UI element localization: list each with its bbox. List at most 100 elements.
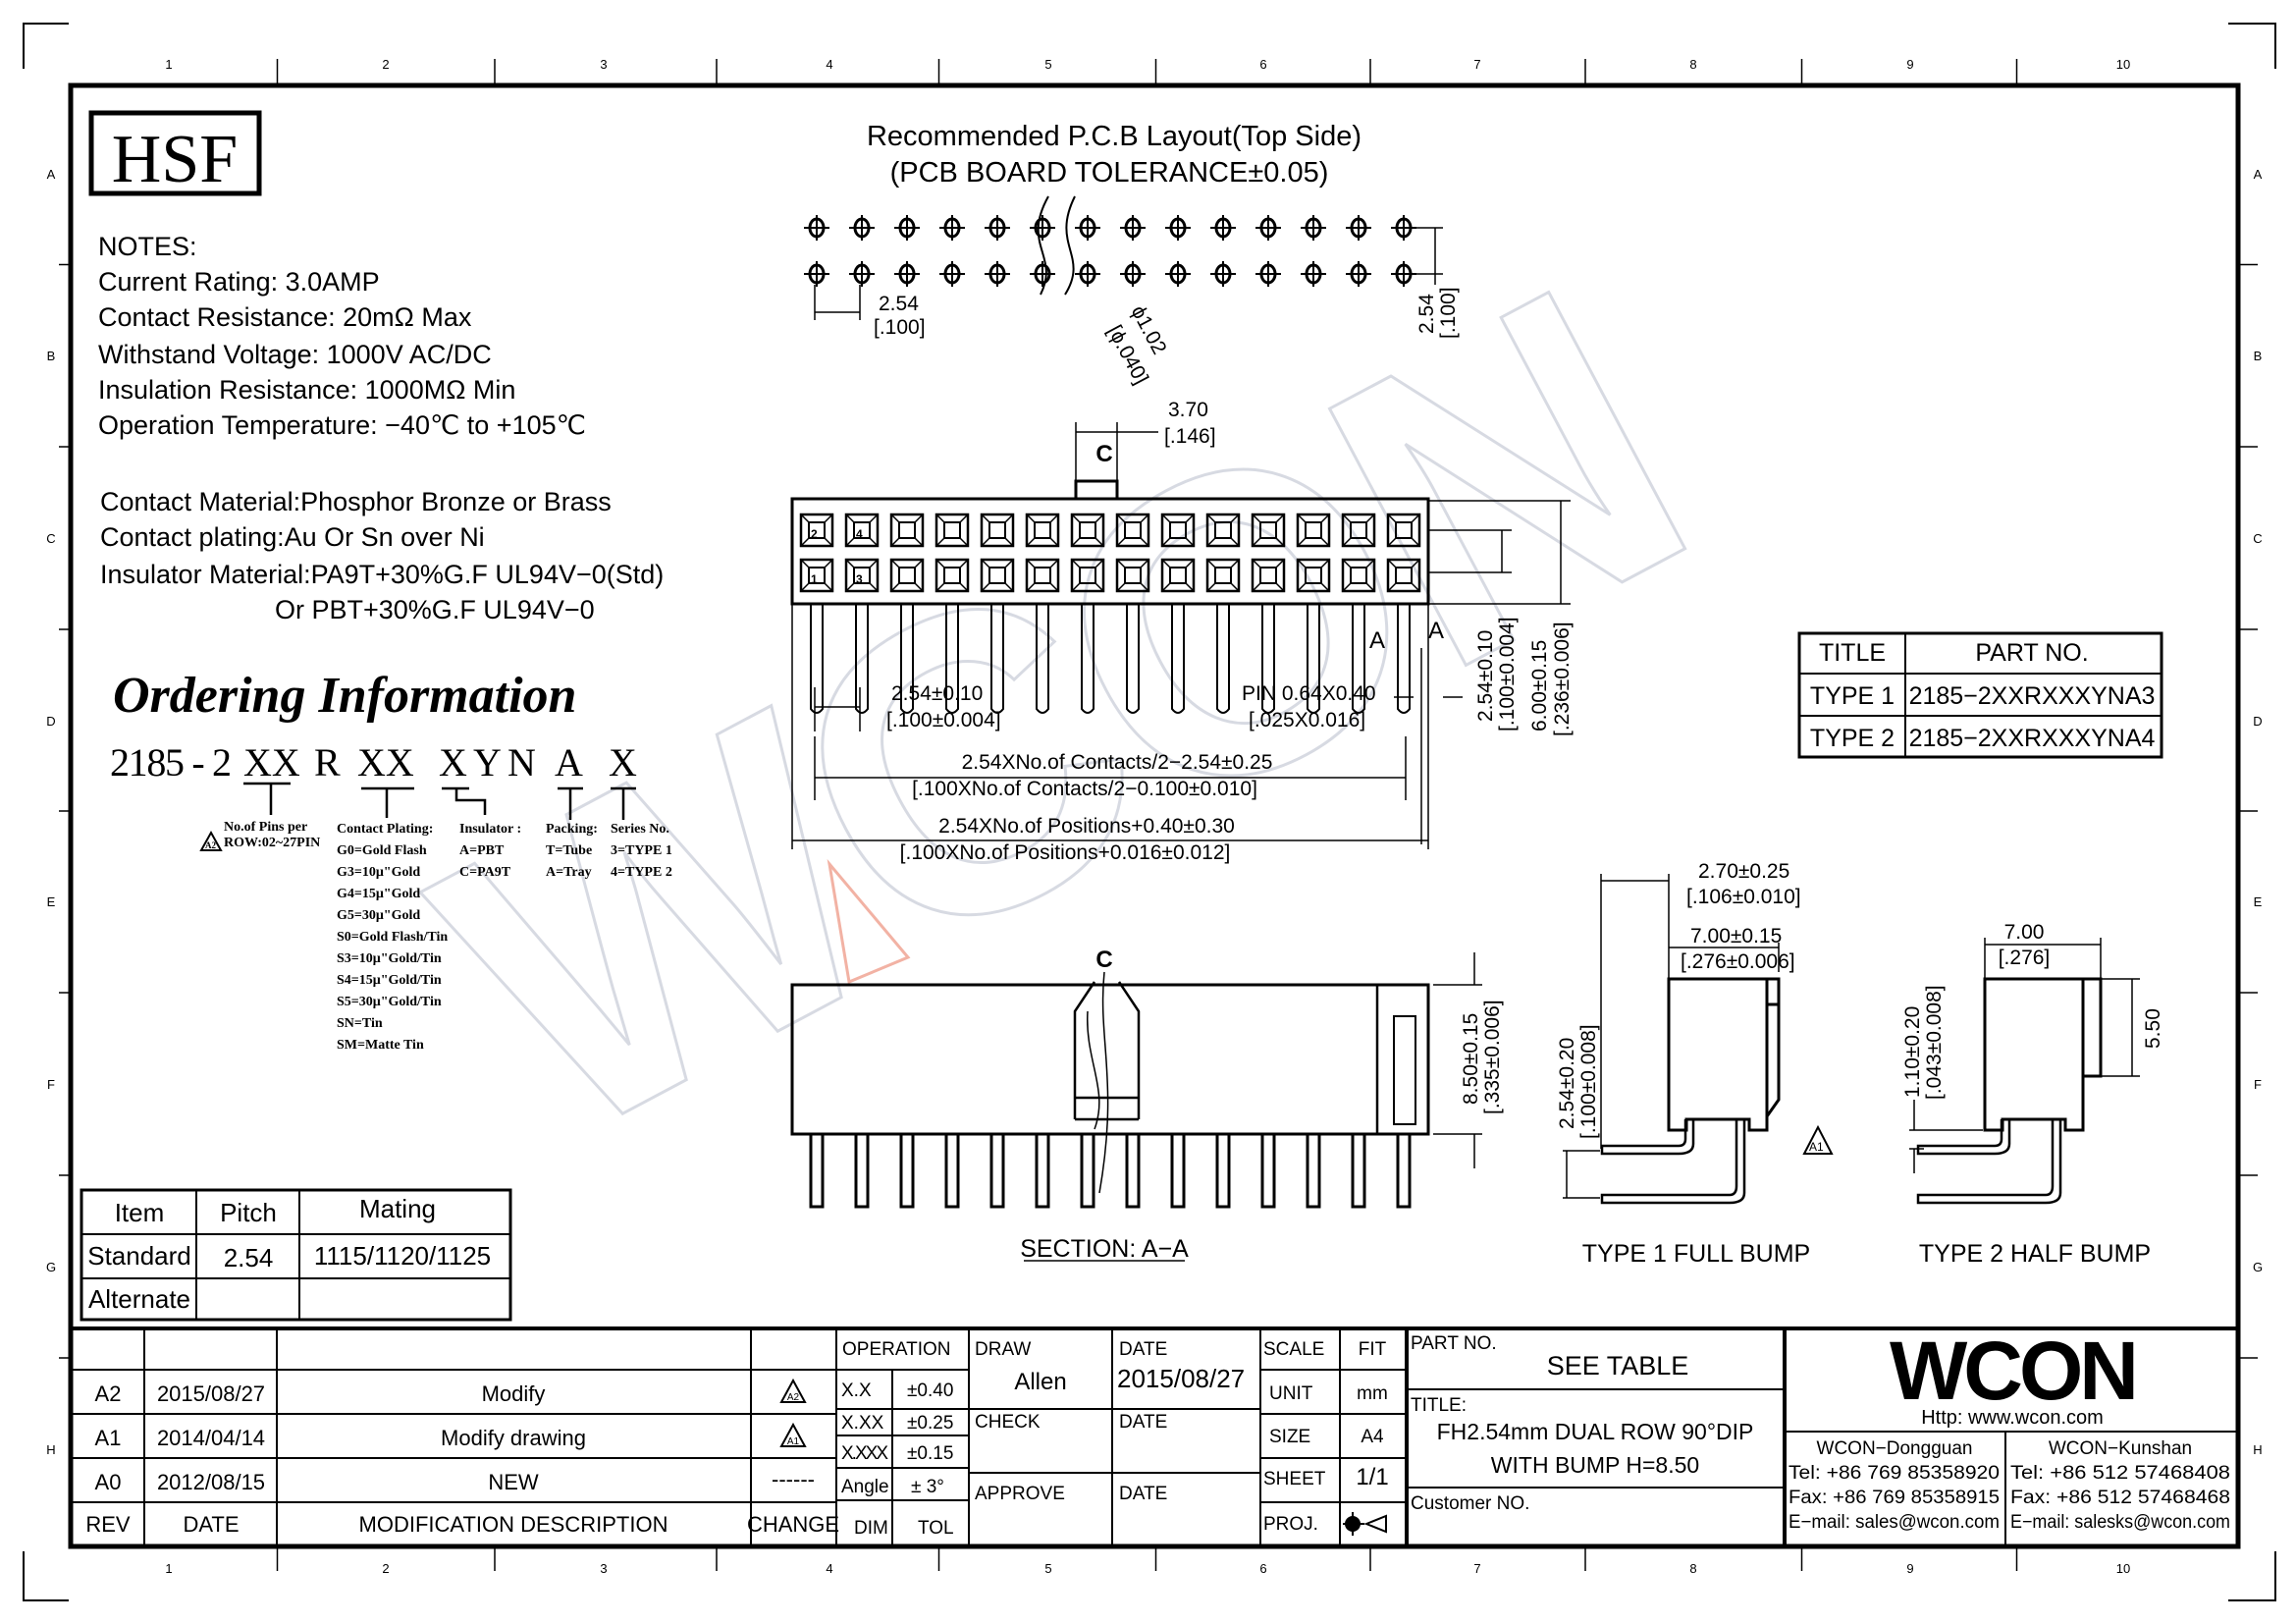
row-label: H — [2253, 1442, 2262, 1457]
tol-val: ±0.15 — [907, 1443, 953, 1464]
dim-text: 2.54 — [879, 293, 919, 315]
column-label: 7 — [1473, 1561, 1480, 1576]
ordering-plating-line: G3=10μ"Gold — [337, 865, 420, 880]
dim-text: [.106±0.010] — [1686, 886, 1801, 908]
company-info: WCON Http: www.wcon.com WCON−Dongguan Te… — [1789, 1325, 2230, 1533]
hole-crosshair — [1301, 215, 1326, 241]
contact-opening — [1034, 567, 1051, 584]
ordering-plating-line: G5=30μ"Gold — [337, 908, 420, 923]
pin-number: 4 — [856, 527, 863, 541]
rev-change: ------ — [772, 1467, 815, 1491]
contact-cell — [980, 513, 1015, 548]
hole-crosshair — [849, 261, 875, 287]
cell-chamfer — [845, 559, 879, 592]
contact-cell — [934, 558, 970, 593]
column-label: 8 — [1689, 1561, 1696, 1576]
pin — [990, 604, 1004, 714]
column-label: 5 — [1044, 57, 1051, 72]
dim-text: [.100] — [874, 316, 926, 339]
revision-triangle-icon — [779, 1378, 807, 1403]
contact-opening — [1124, 521, 1142, 539]
projection-symbol-icon — [1343, 1512, 1387, 1536]
dim-text: 5.50 — [2142, 1008, 2164, 1049]
material-line: Contact plating:Au Or Sn over Ni — [100, 522, 485, 552]
pin — [1171, 604, 1185, 714]
header-part-no: PART NO. — [1975, 639, 2088, 667]
dim-text: 7.00 — [2004, 921, 2045, 944]
cell-chamfer — [1026, 559, 1059, 592]
ordering-insulator-line: A=PBT — [459, 843, 505, 858]
contact-cell — [844, 558, 880, 593]
cell-chamfer — [1161, 559, 1195, 592]
hole-crosshair — [1030, 215, 1055, 241]
row-label: H — [46, 1442, 55, 1457]
scale-label: SCALE — [1263, 1339, 1324, 1360]
contact-opening — [1034, 521, 1051, 539]
contact-opening — [988, 567, 1006, 584]
ordering-information: Ordering Information 2185 - 2 XX R XX X … — [110, 668, 672, 1053]
row-label: B — [2254, 349, 2263, 363]
contact-cell — [980, 558, 1015, 593]
mating-table: Item Pitch Mating Standard 2.54 1115/112… — [80, 1188, 512, 1322]
cell-chamfer — [981, 559, 1014, 592]
cell-chamfer — [1161, 514, 1195, 547]
title-line: WITH BUMP H=8.50 — [1491, 1452, 1699, 1478]
code-insulator: X — [439, 740, 467, 785]
section-label: SECTION: A−A — [1020, 1235, 1189, 1263]
cell-chamfer — [935, 514, 969, 547]
projection-label: PROJ. — [1263, 1514, 1318, 1535]
pcb-title: Recommended P.C.B Layout(Top Side) — [867, 121, 1362, 152]
contact-opening — [1259, 521, 1277, 539]
type1-side-view: A1 2.70±0.25 [.106±0.010] 7.00±0.15 [.27… — [1556, 860, 1834, 1268]
cell: TYPE 1 — [1810, 682, 1895, 710]
section-pin — [809, 1132, 825, 1209]
rev-cell: A1 — [95, 1426, 122, 1450]
tol-val: ±0.40 — [907, 1380, 953, 1401]
pin — [1036, 604, 1049, 714]
contact-opening — [1259, 567, 1277, 584]
hole-crosshair — [1210, 261, 1236, 287]
section-view: C 8.50±0.15 [.335±0.006] SECTION: A−A — [790, 947, 1504, 1263]
contact-opening — [853, 567, 871, 584]
connector-top-view: 3.70 [.146] C 2 4 1 3 A A 2.54±0.10 [.10… — [790, 399, 1574, 864]
column-label: 6 — [1259, 1561, 1266, 1576]
cell-chamfer — [890, 514, 924, 547]
drawing-frame — [23, 23, 2276, 1601]
ordering-plating-line: SM=Matte Tin — [337, 1038, 424, 1053]
contact-cell — [1251, 558, 1286, 593]
code-series: X — [609, 740, 637, 785]
cell-chamfer — [1071, 559, 1104, 592]
bump-width-dim: 3.70 — [1168, 399, 1208, 421]
section-pin — [1351, 1132, 1366, 1209]
dim-text: [.100±0.008] — [1577, 1024, 1600, 1139]
rev-mark: A1 — [1809, 1140, 1824, 1154]
pin-number: 1 — [811, 572, 818, 586]
cell-chamfer — [1252, 514, 1285, 547]
pin-number: 3 — [856, 572, 863, 586]
column-label: 6 — [1259, 57, 1266, 72]
cell-chamfer — [1342, 559, 1375, 592]
contact-opening — [808, 567, 826, 584]
contact-opening — [1214, 521, 1232, 539]
date-label: DATE — [1119, 1412, 1167, 1433]
code-n: N — [507, 740, 536, 785]
cell-chamfer — [1297, 514, 1330, 547]
pin — [900, 604, 914, 714]
dim-text: 8.50±0.15 — [1460, 1013, 1482, 1105]
draw-date: 2015/08/27 — [1117, 1364, 1245, 1393]
dim-text: [.100XNo.of Contacts/2−0.100±0.010] — [912, 778, 1257, 800]
rev-cell: A2 — [95, 1381, 122, 1406]
ordering-plating-line: G4=15μ"Gold — [337, 887, 420, 901]
column-label: 2 — [382, 57, 389, 72]
contact-cell — [1160, 558, 1196, 593]
contact-opening — [1395, 521, 1413, 539]
hole-crosshair — [1075, 261, 1100, 287]
column-label: 9 — [1906, 1561, 1913, 1576]
contact-opening — [1169, 567, 1187, 584]
draw-label: DRAW — [975, 1339, 1031, 1360]
cell: 2185−2XXRXXXYNA3 — [1909, 682, 2156, 710]
note-line: Insulation Resistance: 1000MΩ Min — [98, 375, 515, 405]
title-block: A2 2015/08/27 Modify A1 2014/04/14 Modif… — [71, 1325, 2238, 1546]
contact-cell — [1341, 558, 1376, 593]
rev-cell: A0 — [95, 1470, 122, 1494]
